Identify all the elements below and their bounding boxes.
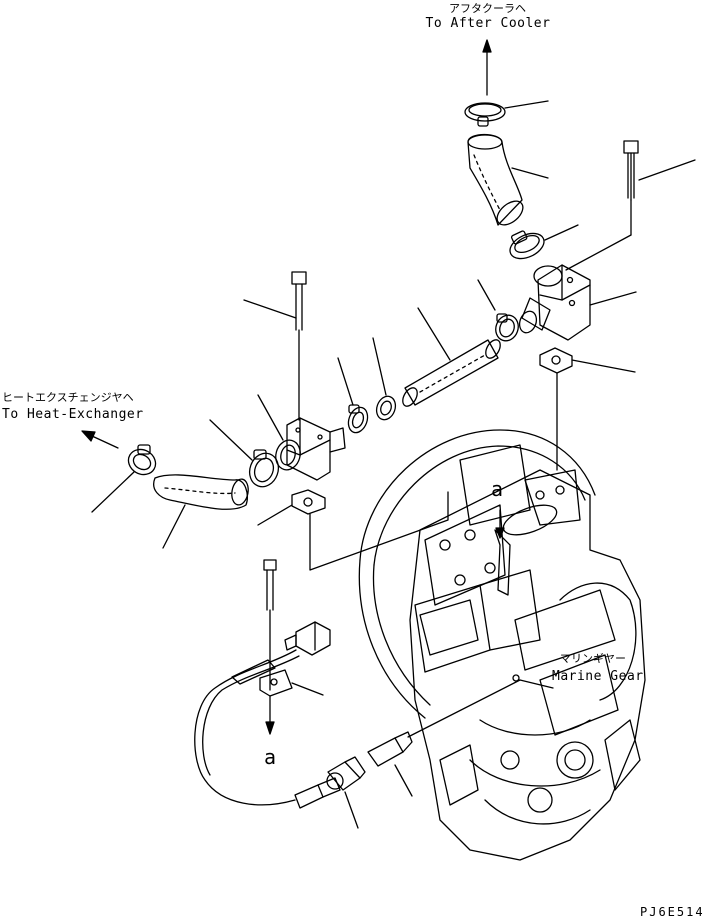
- hose-clamp-b: [477, 279, 519, 342]
- heat-exchanger-label-en: To Heat-Exchanger: [2, 407, 144, 422]
- sleeve: [372, 337, 397, 421]
- bolt-right: [623, 140, 696, 236]
- marine-gear-leader: [519, 679, 554, 689]
- after-cooler-arrow: [482, 39, 492, 96]
- marine-gear-label-en: Marine Gear: [552, 669, 644, 684]
- ref-arrow-a: [265, 695, 275, 735]
- drawing-code: PJ6E514: [640, 905, 705, 919]
- after-cooler-label-en: To After Cooler: [425, 16, 551, 31]
- bolt-bottom: [263, 559, 277, 691]
- hose-clamp-c: [337, 357, 369, 434]
- water-outlet-connector: [518, 234, 637, 341]
- elbow-hose-left: [153, 474, 249, 549]
- marine-gear-label-jp: マリンギヤー: [560, 652, 626, 665]
- connector-plug: [284, 621, 331, 656]
- hose-clamp-d: [209, 419, 280, 488]
- ref-label-a-bottom: a: [264, 745, 277, 769]
- engine-block: [409, 444, 646, 861]
- gasket-right: [539, 347, 636, 471]
- hose-clamp-e: [91, 444, 157, 513]
- hose-clamp-mid: [509, 224, 579, 260]
- sensor-plug: [294, 777, 341, 809]
- gasket-left: [257, 489, 449, 571]
- elbow-hose-top: [467, 133, 549, 226]
- heat-exchanger-label-jp: ヒートエクスチェンジヤヘ: [2, 391, 134, 404]
- adapter: [367, 674, 521, 797]
- bolt-left: [243, 271, 307, 421]
- after-cooler-label-jp: アフタクーラヘ: [449, 2, 526, 15]
- flywheel-housing: [358, 429, 596, 719]
- sensor-wire: [194, 649, 300, 806]
- hose-clamp-top: [464, 100, 549, 127]
- temperature-sensor: [326, 756, 366, 829]
- ref-label-a-top: a: [491, 477, 504, 501]
- water-connector-left: [257, 394, 346, 481]
- straight-tube: [402, 307, 501, 407]
- heat-exchanger-arrow: [81, 430, 119, 449]
